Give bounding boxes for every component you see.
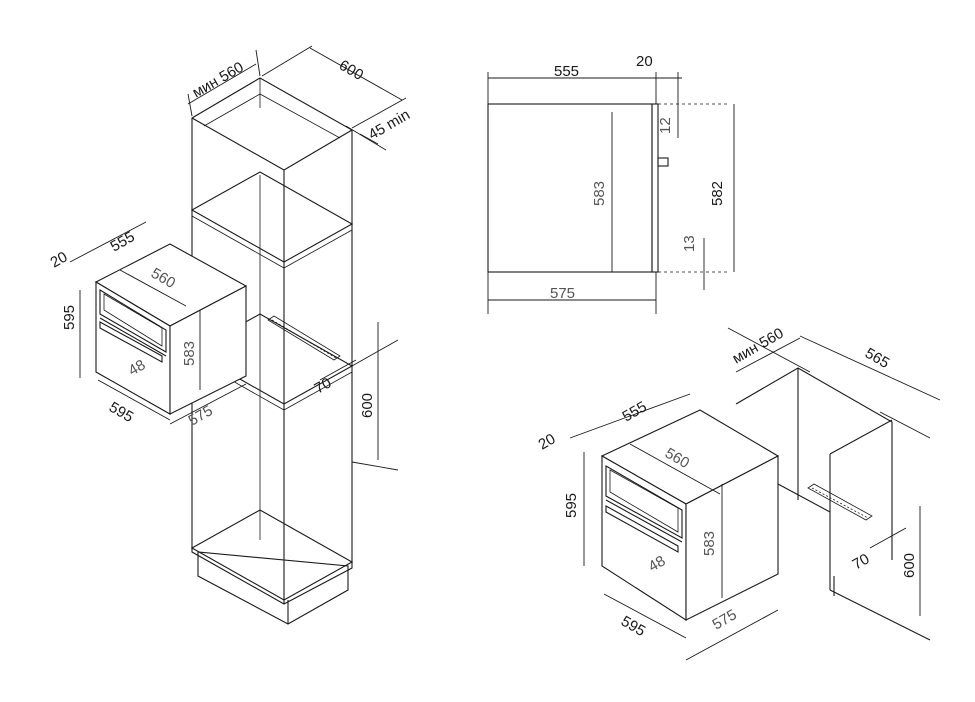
under-counter-vent-label: 70 [850,550,873,573]
oven-left-body-height-label: 583 [181,341,198,366]
side-view-body-height-label: 583 [591,181,608,206]
side-view-bottom-gap-label: 13 [681,235,698,252]
oven-right-width-label: 595 [618,613,648,640]
oven-left-width-label: 595 [106,399,136,426]
oven-left-height-label: 595 [61,305,78,330]
oven-left-body-depth-label: 555 [108,228,138,255]
oven-right-body-width-label: 575 [710,606,740,633]
side-view-niche-height-label: 582 [709,181,726,206]
side-view-top-gap-label: 12 [657,117,674,134]
oven-right-handle-label: 48 [646,552,669,575]
tall-cabinet-width-label: мин 560 [190,59,247,102]
oven-left-body-width-label: 575 [186,402,216,429]
oven-right-outer-depth-label: 20 [536,430,559,453]
oven-right-body-height-label: 583 [701,531,718,556]
under-counter-depth-label: 565 [862,345,892,372]
oven-left-outer-depth-label: 20 [48,248,71,271]
side-view-front-label: 20 [636,53,653,70]
oven-left: 20 555 560 595 595 583 48 575 [48,221,248,429]
oven-right-body-depth-label: 555 [620,398,650,425]
tall-cabinet-depth-label: 600 [336,57,366,84]
side-view-bottom-depth-label: 575 [550,285,575,302]
tall-cabinet-gap-label: 45 min [366,106,413,143]
oven-left-handle-label: 48 [126,356,149,379]
side-view-depth-label: 555 [554,63,579,80]
under-counter-width-label: мин 560 [730,325,787,368]
tall-cabinet-vent-label: 70 [312,374,335,397]
oven-right: 20 555 560 595 595 583 48 575 [536,393,780,661]
side-view: 555 20 12 583 582 13 575 [487,53,735,314]
oven-right-height-label: 595 [563,493,580,518]
tall-cabinet-niche-height-label: 600 [359,393,376,418]
under-counter-niche-height-label: 600 [901,553,918,578]
